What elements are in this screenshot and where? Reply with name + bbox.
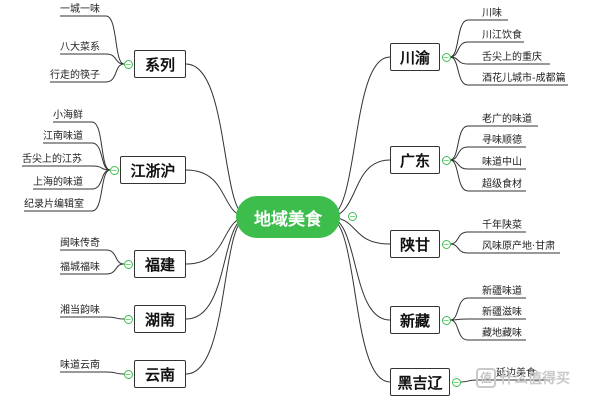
watermark-text: 什么值得买 (500, 371, 570, 387)
center-collapse-toggle[interactable]: − (348, 212, 357, 221)
leaf-bada-caixi: 八大菜系 (60, 42, 100, 53)
leaf-weidao-zhongshan: 味道中山 (482, 157, 522, 168)
branch-right-toggle-4[interactable]: − (451, 377, 461, 387)
leaf-xiao-haixian: 小海鲜 (53, 110, 83, 121)
leaf-chaoji-shicai: 超级食材 (482, 179, 522, 190)
connector-left-1-0 (53, 121, 111, 171)
connector-right-2-0 (449, 231, 526, 245)
connector-right-1-3 (449, 159, 526, 192)
leaf-xunwei-shunde: 寻味顺德 (482, 135, 522, 146)
branch-left-toggle-3[interactable]: − (123, 314, 133, 324)
connector-center-left-4 (185, 216, 249, 375)
connector-right-0-1 (449, 41, 524, 58)
connector-left-2-1 (60, 263, 125, 275)
branch-right-toggle-1[interactable]: − (441, 155, 451, 165)
connector-right-0-0 (449, 19, 508, 58)
leaf-zangdi-zangwei: 藏地藏味 (482, 328, 522, 339)
branch-shaangan[interactable]: 陕甘 (390, 230, 440, 258)
branch-right-toggle-2[interactable]: − (441, 239, 451, 249)
branch-right-toggle-0[interactable]: − (441, 52, 451, 62)
connector-left-0-0 (60, 15, 125, 65)
leaf-shejian-jiangsu: 舌尖上的江苏 (22, 154, 82, 165)
leaf-weidao-yunnan: 味道云南 (60, 360, 100, 371)
connector-left-3-0 (60, 316, 125, 320)
branch-left-toggle-0[interactable]: − (123, 59, 133, 69)
branch-yunnan[interactable]: 云南 (134, 360, 186, 388)
branch-right-toggle-3[interactable]: − (441, 315, 451, 325)
leaf-fengwei-gansu: 风味原产地·甘肃 (482, 241, 556, 252)
leaf-chuanjiang-yinshi: 川江饮食 (482, 30, 522, 41)
connector-center-right-4 (327, 216, 391, 383)
connector-left-1-1 (43, 142, 111, 171)
leaf-jiuhua-chengdu: 酒花儿城市-成都篇 (482, 73, 566, 84)
branch-series[interactable]: 系列 (134, 50, 186, 78)
leaf-laoguang-weidao: 老广的味道 (482, 114, 532, 125)
connector-left-1-2 (22, 165, 111, 171)
branch-guangdong[interactable]: 广东 (390, 146, 440, 174)
connector-left-4-0 (60, 371, 125, 375)
leaf-qiannian-shancai: 千年陕菜 (482, 220, 522, 231)
connector-right-1-1 (449, 146, 526, 161)
watermark-logo-icon: 值 (476, 368, 496, 388)
leaf-yanbian-meishi: 延边美食 (496, 368, 536, 379)
connector-center-left-0 (185, 63, 249, 218)
connector-center-left-3 (185, 216, 249, 320)
branch-xinzang[interactable]: 新藏 (390, 306, 440, 334)
connector-left-1-4 (24, 169, 111, 212)
branch-heijiliao[interactable]: 黑吉辽 (390, 368, 450, 396)
connector-right-3-1 (449, 318, 526, 321)
branch-hunan[interactable]: 湖南 (134, 305, 186, 333)
connector-left-0-2 (50, 63, 125, 83)
leaf-jilupian-bianjishi: 纪录片编辑室 (24, 199, 84, 210)
leaf-fucheng-fuwei: 福城福味 (60, 262, 100, 273)
leaf-yicheng-yiwei: 一城一味 (60, 4, 100, 15)
connector-right-3-0 (449, 297, 526, 321)
leaf-xingzou-kuaizi: 行走的筷子 (50, 70, 100, 81)
leaf-xinjiang-weidao: 新疆味道 (482, 286, 522, 297)
branch-jiangzhehu[interactable]: 江浙沪 (120, 156, 186, 184)
leaf-xinjiang-ziwei: 新疆滋味 (482, 307, 522, 318)
branch-left-toggle-4[interactable]: − (123, 369, 133, 379)
connector-right-0-3 (449, 56, 568, 86)
connector-left-2-0 (60, 249, 125, 265)
connector-center-right-3 (327, 216, 391, 321)
watermark: 值 什么值得买 (476, 368, 570, 388)
connector-right-1-0 (449, 125, 538, 161)
leaf-shejian-chongqing: 舌尖上的重庆 (482, 52, 542, 63)
leaf-xiangdang-yunwei: 湘当韵味 (60, 305, 100, 316)
leaf-minwei-chuanqi: 闽味传奇 (60, 238, 100, 249)
branch-chuanyu[interactable]: 川渝 (390, 43, 440, 71)
leaf-jiangnan-weidao: 江南味道 (43, 131, 83, 142)
branch-left-toggle-2[interactable]: − (123, 259, 133, 269)
connector-right-2-1 (449, 243, 560, 254)
branch-fujian[interactable]: 福建 (134, 250, 186, 278)
branch-left-toggle-1[interactable]: − (109, 165, 119, 175)
connector-left-0-1 (60, 53, 125, 65)
connector-right-3-2 (449, 319, 526, 341)
leaf-shanghai-weidao: 上海的味道 (33, 177, 83, 188)
leaf-chuanwei: 川味 (482, 8, 502, 19)
connector-center-right-0 (327, 56, 391, 218)
central-topic[interactable]: 地域美食 (236, 196, 340, 238)
